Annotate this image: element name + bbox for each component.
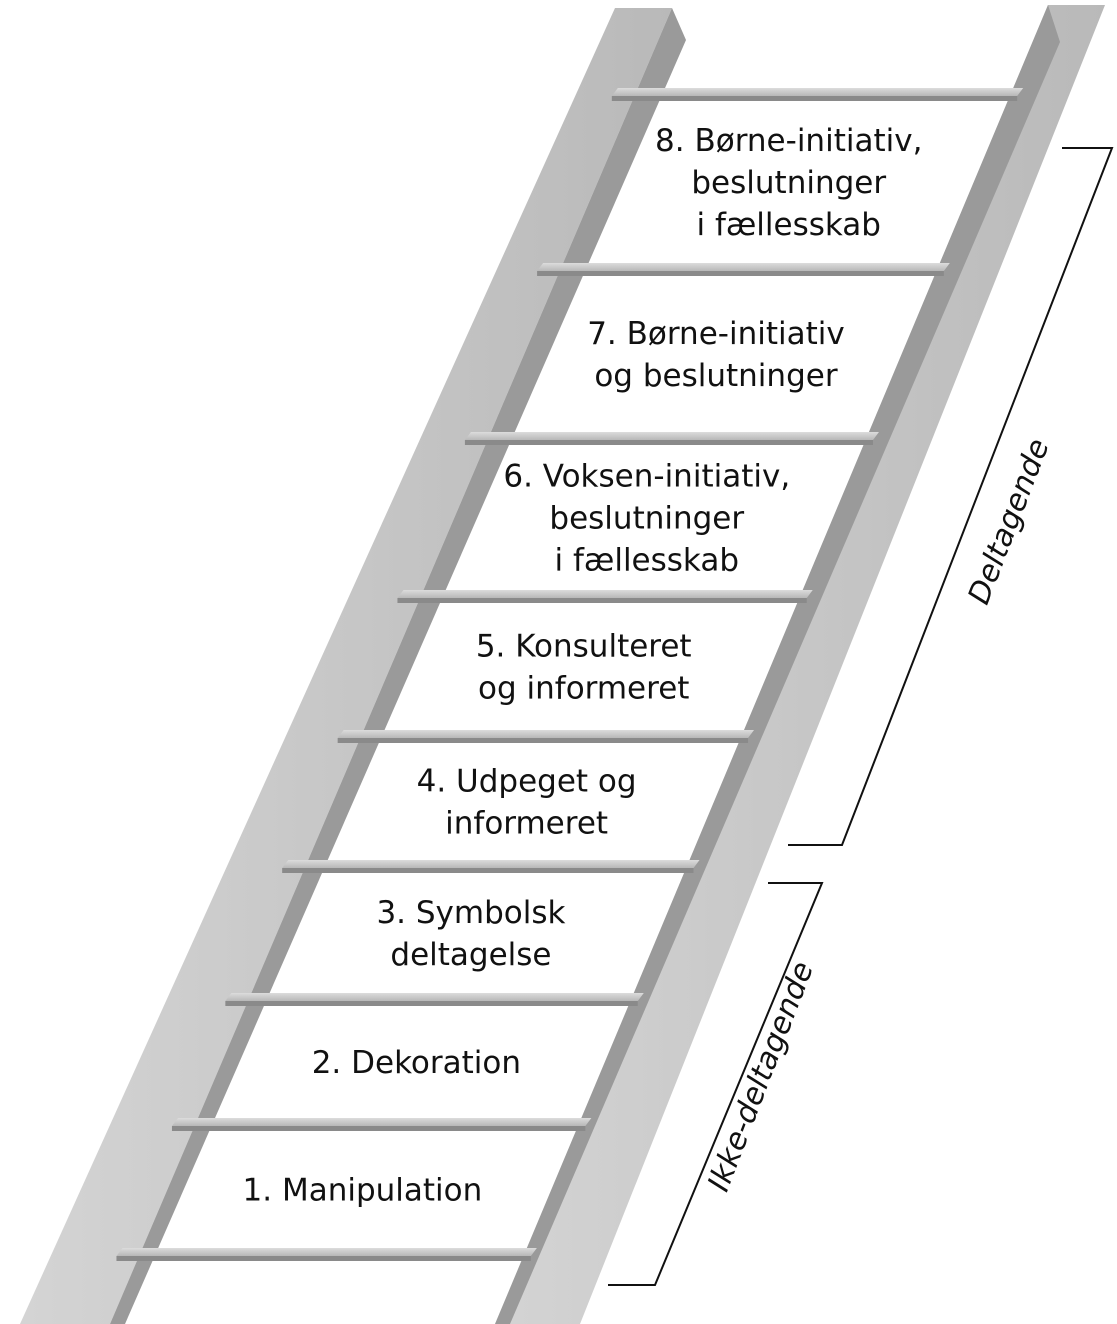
ladder-rungs [116, 88, 1024, 1261]
participating-label: Deltagende [962, 434, 1057, 609]
rung-3-front [225, 1001, 638, 1006]
rung-5-label-line-1: 5. Konsulteret [476, 629, 692, 665]
non-participating-bracket [608, 882, 824, 1286]
rung-3-top [225, 993, 644, 1001]
rung-9-top [611, 88, 1024, 96]
rung-5-label-line-2: og informeret [478, 671, 689, 707]
rung-7-label-line-1: 7. Børne-initiativ [587, 316, 845, 352]
rung-8-label-line-3: i fællesskab [696, 207, 881, 243]
rung-5-front [337, 738, 749, 743]
rung-6-label-line-1: 6. Voksen-initiativ, [503, 459, 790, 495]
rung-2-label-line-1: 2. Dekoration [312, 1045, 521, 1081]
rung-8-top [537, 263, 950, 271]
non-participating-label: Ikke-deltagende [701, 957, 821, 1196]
rung-4-top [282, 860, 700, 868]
rung-labels: 8. Børne-initiativ, beslutninger i fælless… [243, 123, 923, 1209]
left-rail [20, 8, 672, 1324]
rung-7-label-line-2: og beslutninger [594, 358, 837, 394]
rung-1-top [116, 1248, 537, 1256]
rung-7-front [464, 440, 873, 445]
rung-2-top [171, 1118, 592, 1126]
rung-8-front [537, 271, 944, 276]
rung-9-front [611, 96, 1018, 101]
rung-8-label-line-1: 8. Børne-initiativ, [655, 123, 922, 159]
rung-5-top [337, 730, 755, 738]
rung-1-label-line-1: 1. Manipulation [243, 1173, 483, 1209]
rung-6-label-line-3: i fællesskab [555, 543, 740, 579]
rung-4-label-line-1: 4. Udpeget og [417, 764, 637, 800]
rung-7-top [464, 432, 879, 440]
rung-6-front [397, 598, 807, 603]
rung-2-front [171, 1126, 586, 1131]
rung-6-top [397, 590, 813, 598]
participating-bracket [788, 147, 1114, 846]
rung-4-front [282, 868, 694, 873]
rung-4-label-line-2: informeret [445, 806, 608, 842]
rung-8-label-line-2: beslutninger [691, 165, 886, 201]
rung-1-front [116, 1256, 531, 1261]
rung-3-label-line-2: deltagelse [390, 937, 551, 973]
rung-6-label-line-2: beslutninger [549, 501, 744, 537]
rung-3-label-line-1: 3. Symbolsk [376, 895, 565, 931]
